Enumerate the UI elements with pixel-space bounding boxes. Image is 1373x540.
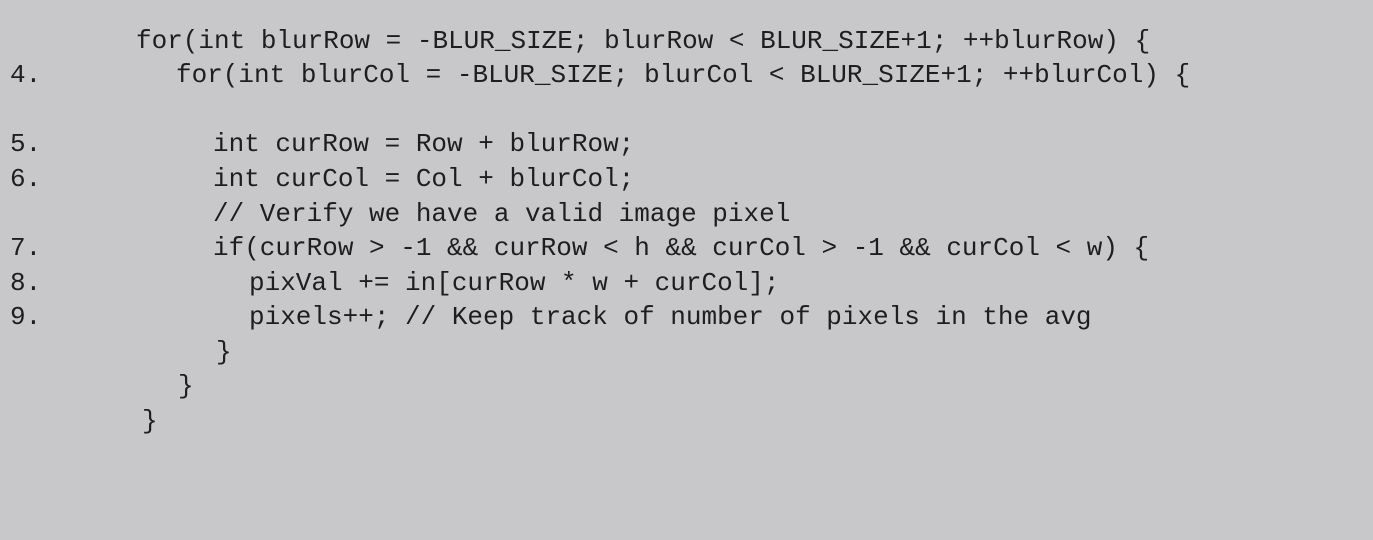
line-number: 7. xyxy=(10,233,42,263)
line-number: 4. xyxy=(10,60,42,90)
code-line: } xyxy=(0,404,1373,438)
line-code: pixels++; // Keep track of number of pix… xyxy=(249,302,1092,332)
line-code: int curRow = Row + blurRow; xyxy=(213,129,635,159)
code-line: for(int blurRow = -BLUR_SIZE; blurRow < … xyxy=(0,24,1373,58)
code-line: 8. pixVal += in[curRow * w + curCol]; xyxy=(0,266,1373,300)
code-line: // Verify we have a valid image pixel xyxy=(0,197,1373,231)
line-code: pixVal += in[curRow * w + curCol]; xyxy=(249,268,780,298)
code-line: } xyxy=(0,369,1373,403)
line-number: 5. xyxy=(10,129,42,159)
code-line: 4. for(int blurCol = -BLUR_SIZE; blurCol… xyxy=(0,58,1373,92)
code-line: } xyxy=(0,335,1373,369)
closing-brace: } xyxy=(216,337,232,367)
line-code: int curCol = Col + blurCol; xyxy=(213,164,635,194)
code-line: 6. int curCol = Col + blurCol; xyxy=(0,162,1373,196)
closing-brace: } xyxy=(178,371,194,401)
line-number: 8. xyxy=(10,268,42,298)
line-code: for(int blurCol = -BLUR_SIZE; blurCol < … xyxy=(176,60,1191,90)
code-comment: // Verify we have a valid image pixel xyxy=(213,199,791,229)
code-line: 9. pixels++; // Keep track of number of … xyxy=(0,300,1373,334)
code-listing: for(int blurRow = -BLUR_SIZE; blurRow < … xyxy=(0,24,1373,438)
code-line: 7. if(curRow > -1 && curRow < h && curCo… xyxy=(0,231,1373,265)
line-code: if(curRow > -1 && curRow < h && curCol >… xyxy=(213,233,1150,263)
line-number: 9. xyxy=(10,302,42,332)
line-number: 6. xyxy=(10,164,42,194)
closing-brace: } xyxy=(142,406,158,436)
code-line: 5. int curRow = Row + blurRow; xyxy=(0,127,1373,161)
line-code: for(int blurRow = -BLUR_SIZE; blurRow < … xyxy=(136,26,1151,56)
